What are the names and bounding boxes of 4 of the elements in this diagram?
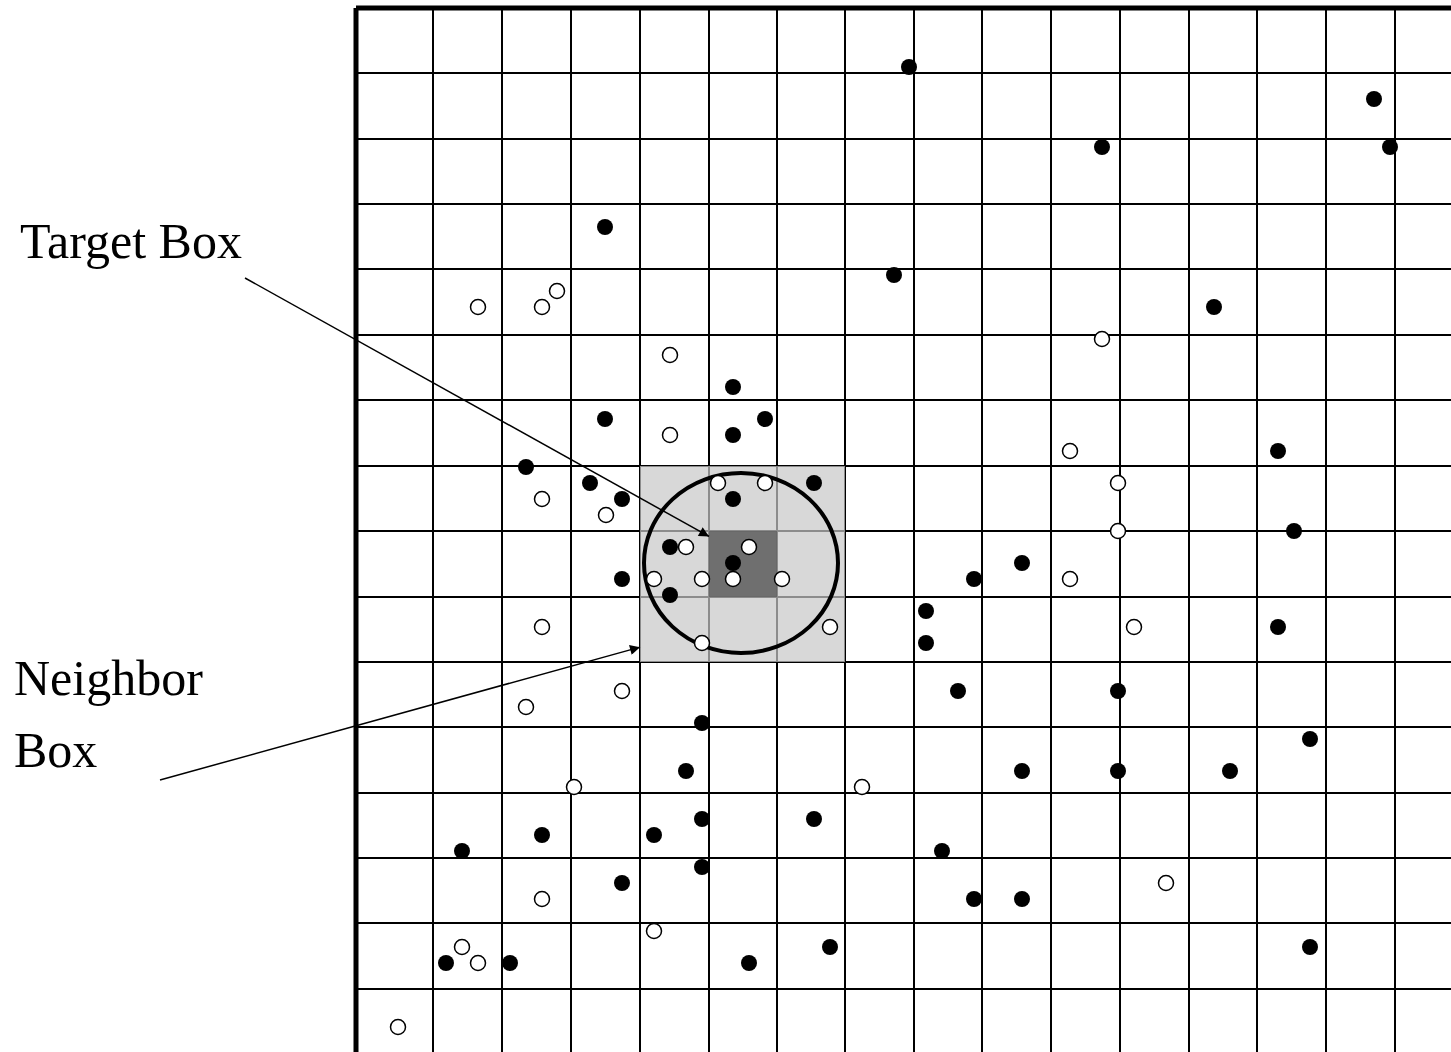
leader-arrow <box>159 645 641 781</box>
callout-label: Neighbor Box <box>14 649 204 780</box>
leader-arrow <box>244 277 710 538</box>
callout-label: Target Box <box>20 212 242 271</box>
